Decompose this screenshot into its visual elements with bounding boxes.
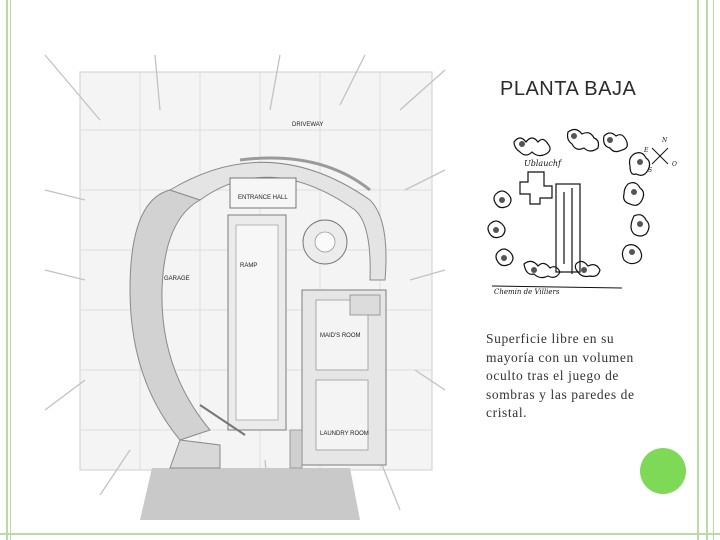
right-border-line: [697, 0, 699, 540]
entrance-hall-label: ENTRANCE HALL: [238, 195, 288, 201]
accent-circle: [640, 448, 686, 494]
ramp-label: RAMP: [240, 263, 257, 269]
left-border-line-inner: [10, 0, 11, 540]
plan-labels: DRIVEWAY ENTRANCE HALL RAMP GARAGE MAID'…: [164, 122, 369, 437]
plan-walls: [129, 156, 387, 520]
compass-e: E: [643, 147, 649, 154]
sketch-label-ublauchf: Ublauchf: [524, 159, 563, 168]
slide-title: PLANTA BAJA: [500, 78, 637, 100]
right-border-line-outer: [706, 0, 708, 540]
driveway-label: DRIVEWAY: [292, 122, 323, 128]
bottom-border-line: [0, 533, 720, 535]
site-plan-sketch: Ublauchf Chemin de Villiers N E S O: [487, 128, 677, 296]
left-border-line: [6, 0, 8, 540]
garage-label: GARAGE: [164, 276, 190, 282]
tree-outline: [487, 128, 651, 279]
sketch-road-label: Chemin de Villiers: [494, 288, 560, 296]
maids-room-label: MAID'S ROOM: [320, 333, 360, 339]
floor-plan-drawing: DRIVEWAY ENTRANCE HALL RAMP GARAGE MAID'…: [44, 54, 446, 520]
house-outline: [519, 171, 581, 274]
compass-n: N: [661, 137, 668, 144]
compass-s: S: [648, 167, 652, 174]
slide-description: Superficie libre en su mayoría con un vo…: [486, 331, 635, 420]
compass-rose: N E S O: [643, 137, 677, 174]
right-border-line-far: [713, 0, 714, 540]
compass-o: O: [672, 161, 677, 168]
tree-fill: [493, 133, 643, 273]
laundry-room-label: LAUNDRY ROOM: [320, 431, 369, 437]
